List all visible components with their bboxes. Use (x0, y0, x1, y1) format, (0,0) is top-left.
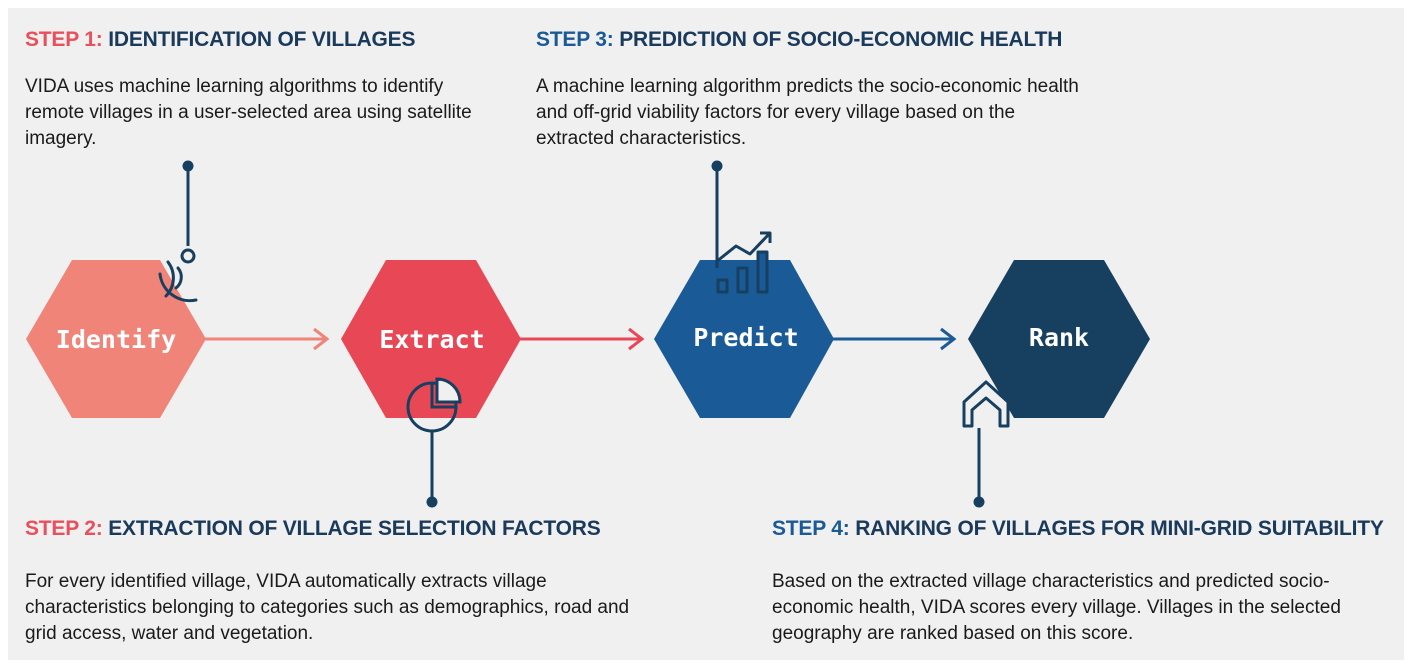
step-4-description: Based on the extracted village character… (772, 571, 1341, 644)
arrow-identify-to-extract (204, 327, 330, 351)
step-3-title: PREDICTION OF SOCIO-ECONOMIC HEALTH (619, 28, 1063, 51)
rank-stage: Rank (968, 260, 1150, 418)
step-2-title: EXTRACTION OF VILLAGE SELECTION FACTORS (108, 517, 601, 540)
step-4-block: STEP 4: RANKING OF VILLAGES FOR MINI-GRI… (772, 517, 1402, 647)
arrow-extract-to-predict (520, 327, 645, 351)
rank-label: Rank (1029, 323, 1089, 352)
predict-label: Predict (693, 323, 798, 352)
step-4-heading: STEP 4: RANKING OF VILLAGES FOR MINI-GRI… (772, 517, 1402, 541)
step-1-description: VIDA uses machine learning algorithms to… (25, 76, 472, 149)
rank-hexagon (968, 260, 1150, 418)
step-2-number: STEP 2: (25, 517, 103, 540)
step-4-pointer (973, 428, 985, 508)
step-4-title: RANKING OF VILLAGES FOR MINI-GRID SUITAB… (855, 517, 1384, 540)
step-1-number: STEP 1: (25, 28, 103, 51)
step-1-block: STEP 1: IDENTIFICATION OF VILLAGES VIDA … (25, 28, 485, 152)
step-2-description: For every identified village, VIDA autom… (25, 571, 630, 644)
step-3-pointer (711, 160, 723, 268)
step-3-block: STEP 3: PREDICTION OF SOCIO-ECONOMIC HEA… (536, 28, 1096, 152)
predict-stage: Predict (654, 260, 834, 418)
step-2-heading: STEP 2: EXTRACTION OF VILLAGE SELECTION … (25, 517, 645, 541)
satellite-signal-icon (158, 248, 198, 303)
step-4-number: STEP 4: (772, 517, 850, 540)
identify-hexagon (26, 260, 206, 418)
step-3-description: A machine learning algorithm predicts th… (536, 76, 1079, 149)
extract-stage: Extract (341, 260, 521, 418)
step-3-number: STEP 3: (536, 28, 614, 51)
arrow-predict-to-rank (833, 327, 957, 351)
step-2-block: STEP 2: EXTRACTION OF VILLAGE SELECTION … (25, 517, 645, 647)
extract-hexagon (341, 260, 521, 418)
identify-stage: Identify (26, 260, 206, 418)
step-3-heading: STEP 3: PREDICTION OF SOCIO-ECONOMIC HEA… (536, 28, 1096, 52)
pie-chart-icon (406, 377, 462, 433)
extract-label: Extract (379, 325, 484, 354)
step-1-title: IDENTIFICATION OF VILLAGES (108, 28, 416, 51)
predict-hexagon (654, 260, 834, 418)
bar-chart-trend-icon (715, 231, 772, 294)
step-1-pointer (182, 160, 194, 246)
identify-label: Identify (56, 325, 176, 354)
step-1-heading: STEP 1: IDENTIFICATION OF VILLAGES (25, 28, 485, 52)
house-icon (962, 380, 1010, 428)
step-2-pointer (426, 432, 438, 508)
